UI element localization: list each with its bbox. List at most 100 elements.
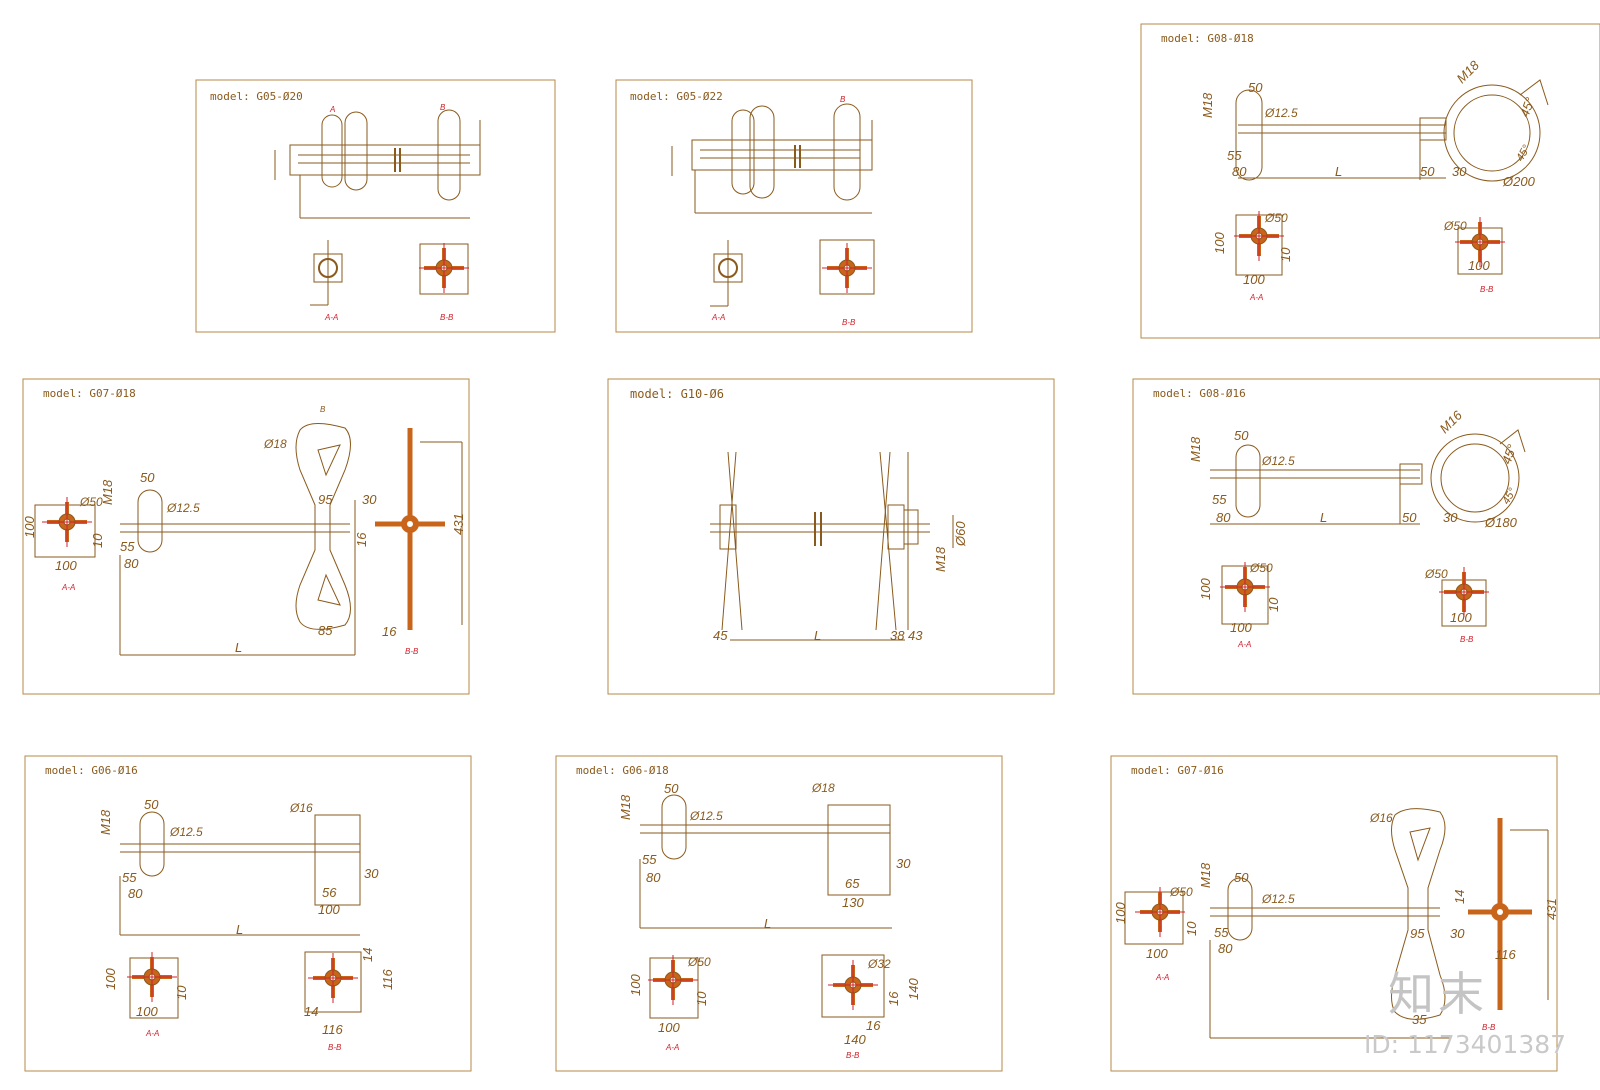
dim-140: 140: [844, 1032, 866, 1047]
dim-d200: Ø200: [1502, 174, 1536, 189]
dim-55: 55: [642, 852, 657, 867]
dim-38: 38: [890, 628, 905, 643]
dim-100: 100: [22, 516, 37, 538]
dim-55: 55: [1227, 148, 1242, 163]
model-title: model: G08-Ø18: [1161, 32, 1254, 45]
dim-50: 50: [1248, 80, 1263, 95]
dim-30: 30: [1443, 510, 1458, 525]
dim-14: 14: [1452, 890, 1467, 904]
dim-m18: M18: [618, 794, 633, 820]
section-label-bb: B-B: [846, 1051, 860, 1060]
dim-d32: Ø32: [867, 957, 891, 971]
dim-d50: Ø50: [1249, 561, 1273, 575]
dim-d18: Ø18: [263, 437, 287, 451]
dim-L: L: [235, 640, 242, 655]
dim-14: 14: [304, 1004, 318, 1019]
dim-d50: Ø50: [687, 955, 711, 969]
model-title: model: G06-Ø18: [576, 764, 669, 777]
panel-1: model: G05-Ø20: [196, 80, 555, 332]
dim-130: 130: [842, 895, 864, 910]
panel-6: model: G08-Ø16: [1133, 379, 1600, 694]
dim-16: 16: [382, 624, 397, 639]
dim-m18: M18: [100, 479, 115, 505]
dim-45deg: 45°: [1517, 95, 1538, 119]
dim-m18: M18: [1198, 862, 1213, 888]
dim-85: 85: [318, 623, 333, 638]
dim-100: 100: [658, 1020, 680, 1035]
dim-m18: M18: [933, 546, 948, 572]
panel-9: model: G07-Ø16: [1111, 756, 1557, 1071]
watermark-id: ID: 1173401387: [1364, 1030, 1567, 1059]
dim-d180: Ø180: [1484, 515, 1518, 530]
dim-50: 50: [1234, 428, 1249, 443]
dim-100: 100: [136, 1004, 158, 1019]
panel-g10-6: [607, 378, 1055, 695]
panel-g08-16: [1132, 378, 1600, 695]
dim-116: 116: [1495, 947, 1516, 962]
cut-marker-b: B: [440, 103, 446, 112]
cut-marker-b: B: [320, 405, 326, 414]
cut-marker-a: A: [329, 105, 335, 114]
dim-d50: Ø50: [1424, 567, 1448, 581]
dim-55: 55: [122, 870, 137, 885]
dim-55: 55: [1214, 925, 1229, 940]
panel-g06-16: [24, 755, 472, 1072]
dim-43: 43: [908, 628, 923, 643]
dim-m18: M18: [98, 809, 113, 835]
dim-50: 50: [1420, 164, 1435, 179]
panel-3: model: G08-Ø18: [1141, 24, 1600, 338]
dim-65: 65: [845, 876, 860, 891]
dim-L: L: [764, 916, 771, 931]
dim-m18: M18: [1200, 92, 1215, 118]
dim-d50: Ø50: [1264, 211, 1288, 225]
dim-100: 100: [1113, 902, 1128, 924]
cut-marker-b: B: [840, 95, 846, 104]
section-label-bb: B-B: [405, 647, 419, 656]
model-title: model: G06-Ø16: [45, 764, 138, 777]
dim-L: L: [1335, 164, 1342, 179]
section-label-aa: A-A: [1237, 640, 1251, 649]
dim-100: 100: [1230, 620, 1252, 635]
dim-d18: Ø18: [811, 781, 835, 795]
dim-L: L: [236, 922, 243, 937]
dim-d16: Ø16: [1369, 811, 1393, 825]
dim-d12-5: Ø12.5: [1264, 106, 1298, 120]
dim-56: 56: [322, 885, 337, 900]
dim-100: 100: [1450, 610, 1472, 625]
dim-d50: Ø50: [1443, 219, 1467, 233]
dim-431: 431: [1544, 898, 1559, 920]
dim-d12-5: Ø12.5: [689, 809, 723, 823]
section-label-bb: B-B: [842, 318, 856, 327]
dim-d16: Ø16: [289, 801, 313, 815]
dim-100: 100: [103, 968, 118, 990]
dim-10: 10: [90, 533, 105, 548]
dim-45deg: 45°: [1499, 442, 1520, 466]
dim-80: 80: [128, 886, 143, 901]
dim-L: L: [814, 628, 821, 643]
dim-80: 80: [1232, 164, 1247, 179]
model-title: model: G07-Ø18: [43, 387, 136, 400]
panel-4: model: G07-Ø18: [23, 379, 469, 694]
model-title: model: G05-Ø22: [630, 90, 723, 103]
dim-100: 100: [1198, 578, 1213, 600]
panel-g06-18: [555, 755, 1003, 1072]
dim-55: 55: [120, 539, 135, 554]
dim-80: 80: [1218, 941, 1233, 956]
panel-g07-18: [22, 378, 470, 695]
dim-L: L: [1320, 510, 1327, 525]
dim-30: 30: [1450, 926, 1465, 941]
dim-30: 30: [896, 856, 911, 871]
dim-80: 80: [646, 870, 661, 885]
dim-50: 50: [1234, 870, 1249, 885]
model-title: model: G10-Ø6: [630, 387, 724, 401]
dim-10: 10: [694, 991, 709, 1006]
panel-g05-22: [615, 79, 973, 333]
dim-16: 16: [886, 991, 901, 1006]
dim-10: 10: [1278, 247, 1293, 262]
dim-116: 116: [380, 969, 395, 990]
dim-35: 35: [1412, 1012, 1427, 1027]
dim-d12-5: Ø12.5: [169, 825, 203, 839]
panel-7: model: G06-Ø16: [25, 756, 471, 1071]
dim-d50: Ø50: [1169, 885, 1193, 899]
dim-30: 30: [362, 492, 377, 507]
